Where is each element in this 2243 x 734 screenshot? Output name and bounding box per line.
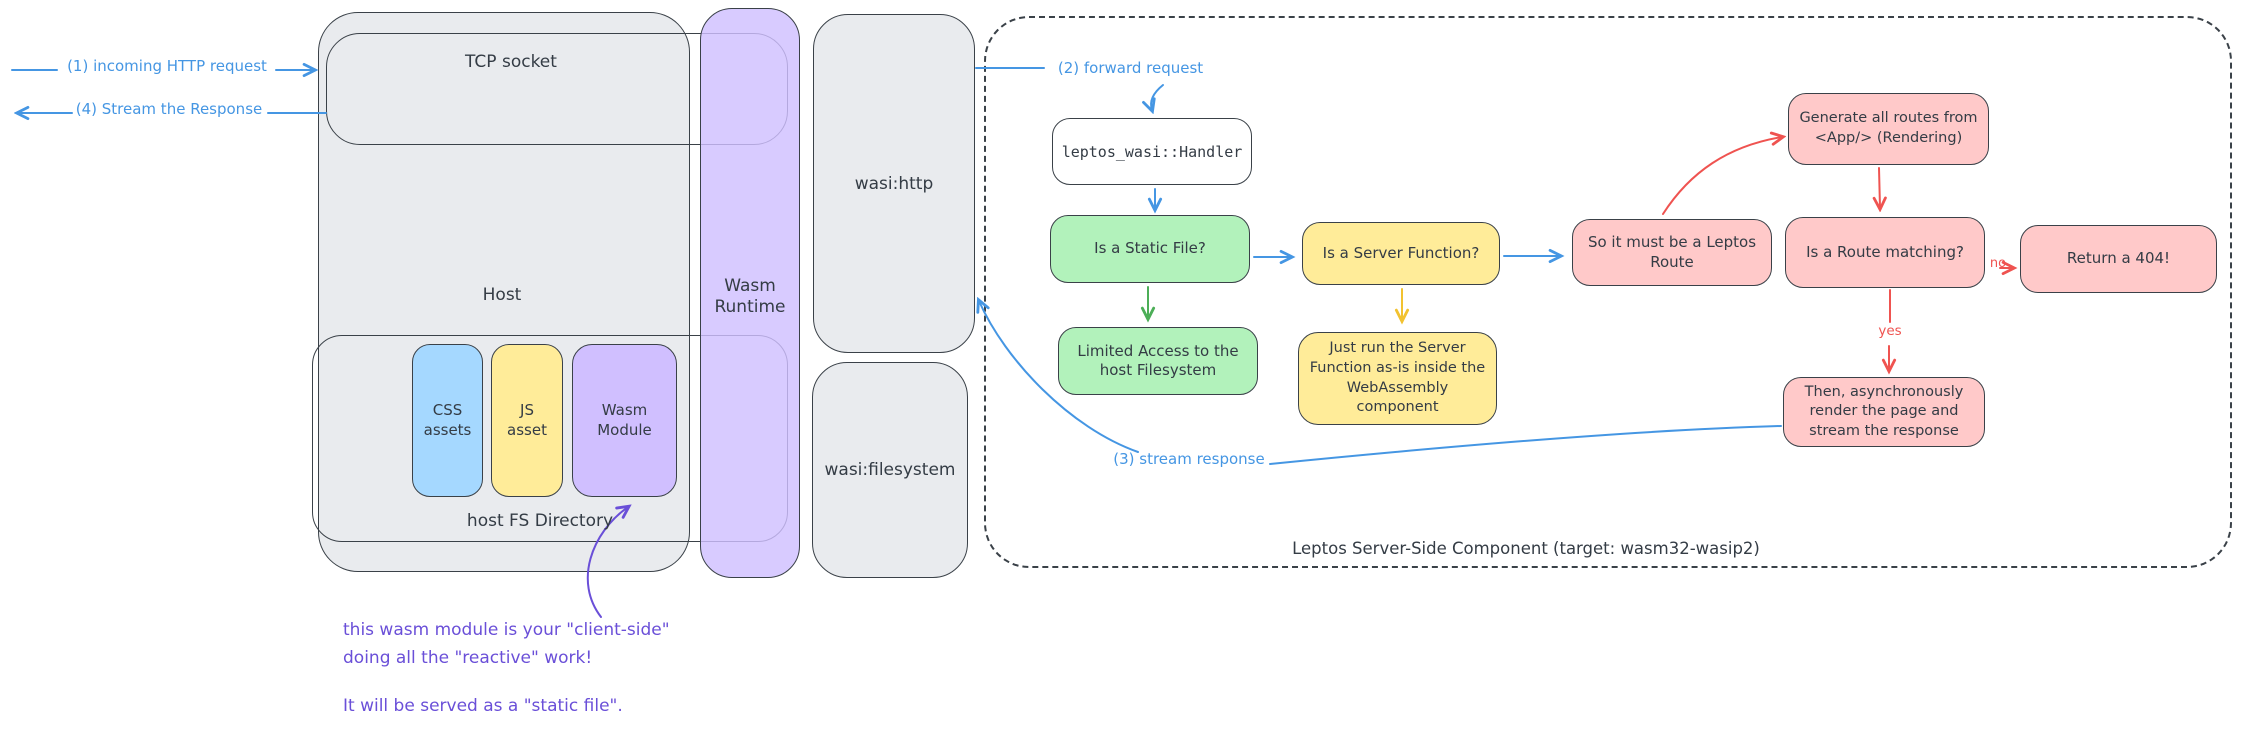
wasm-runtime-label: Wasm Runtime [714, 276, 786, 318]
wasi-http-label: wasi:http [854, 173, 934, 194]
leptos-wasi-handler-box: leptos_wasi::Handler [1052, 118, 1252, 185]
limited-access-box: Limited Access to the host Filesystem [1058, 327, 1258, 395]
wasm-runtime-strip [700, 8, 800, 578]
is-server-function-label: Is a Server Function? [1322, 243, 1480, 262]
wasm-note-line3: It will be served as a "static file". [343, 696, 623, 716]
wasi-filesystem-box: wasi:filesystem [812, 362, 968, 578]
js-asset-box: JS asset [491, 344, 563, 497]
wasm-note-line1: this wasm module is your "client-side" [343, 620, 670, 640]
generate-routes-box: Generate all routes from <App/> (Renderi… [1788, 93, 1989, 165]
route-matching-box: Is a Route matching? [1785, 217, 1985, 288]
yes-label: yes [1878, 323, 1902, 339]
is-static-file-box: Is a Static File? [1050, 215, 1250, 283]
leptos-route-box: So it must be a Leptos Route [1572, 219, 1772, 286]
wasm-module-box: Wasm Module [572, 344, 677, 497]
leptos-wasi-handler-label: leptos_wasi::Handler [1061, 142, 1243, 161]
is-server-function-box: Is a Server Function? [1302, 222, 1500, 285]
limited-access-label: Limited Access to the host Filesystem [1077, 341, 1239, 380]
wasm-module-label: Wasm Module [597, 401, 652, 439]
is-static-file-label: Is a Static File? [1094, 239, 1206, 258]
run-server-function-box: Just run the Server Function as-is insid… [1298, 332, 1497, 425]
wasi-http-box: wasi:http [813, 14, 975, 353]
no-label: no [1989, 256, 2007, 271]
tcp-socket-label: TCP socket [465, 52, 557, 72]
step2-forward-label: (2) forward request [1057, 59, 1204, 77]
run-server-function-label: Just run the Server Function as-is insid… [1309, 340, 1486, 416]
step4-stream-label: (4) Stream the Response [75, 100, 263, 118]
leptos-component-frame [984, 16, 2232, 568]
css-assets-label: CSS assets [423, 401, 472, 439]
leptos-component-caption: Leptos Server-Side Component (target: wa… [1292, 539, 1760, 558]
host-label: Host [482, 285, 522, 305]
wasm-note-line2: doing all the "reactive" work! [343, 648, 593, 668]
generate-routes-label: Generate all routes from <App/> (Renderi… [1799, 110, 1978, 146]
route-matching-label: Is a Route matching? [1806, 242, 1964, 261]
render-stream-box: Then, asynchronously render the page and… [1783, 377, 1985, 447]
host-fs-directory-label: host FS Directory [466, 511, 614, 531]
step3-stream-label: (3) stream response [1113, 450, 1265, 468]
css-assets-box: CSS assets [412, 344, 483, 497]
return-404-box: Return a 404! [2020, 225, 2217, 293]
step1-incoming-label: (1) incoming HTTP request [67, 57, 267, 75]
js-asset-label: JS asset [507, 401, 547, 439]
wasi-filesystem-label: wasi:filesystem [824, 460, 956, 480]
return-404-label: Return a 404! [2066, 249, 2171, 268]
render-stream-label: Then, asynchronously render the page and… [1804, 383, 1964, 439]
leptos-route-label: So it must be a Leptos Route [1587, 233, 1757, 271]
